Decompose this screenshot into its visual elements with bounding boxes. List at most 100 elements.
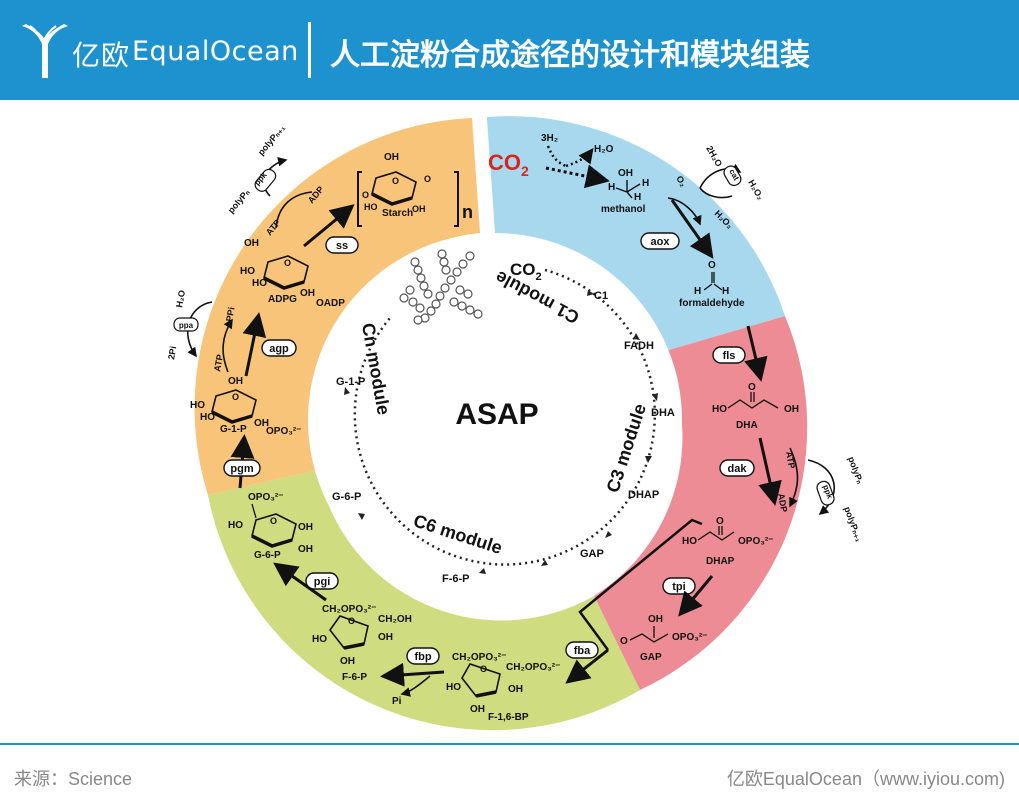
svg-text:ADP: ADP (776, 493, 789, 513)
center-label: ASAP (455, 398, 538, 431)
svg-text:H: H (722, 286, 729, 297)
enzyme-fbp (406, 647, 440, 665)
dhap-label: DHAP (706, 556, 735, 567)
svg-text:HO: HO (228, 520, 243, 531)
starch-label: Starch (382, 208, 413, 219)
svg-text:OH: OH (412, 204, 426, 214)
methanol-label: methanol (601, 204, 646, 215)
svg-text:OPO₃²⁻: OPO₃²⁻ (266, 426, 301, 437)
g6p-label: G-6-P (254, 550, 281, 561)
svg-text:OH: OH (508, 684, 523, 695)
svg-text:O: O (232, 392, 239, 402)
gap-label: GAP (640, 652, 662, 663)
enzyme-agp (261, 339, 297, 357)
svg-text:OH: OH (784, 404, 799, 415)
svg-text:polyPₙ₊₁: polyPₙ₊₁ (256, 123, 287, 158)
c6-sector (208, 470, 640, 731)
svg-text:CH₂OPO₃²⁻: CH₂OPO₃²⁻ (322, 604, 376, 615)
enzyme-cat (723, 165, 742, 187)
footer-site: 亿欧EqualOcean（www.iyiou.com) (726, 769, 1005, 789)
enzyme-fls (712, 346, 746, 364)
svg-text:O: O (480, 664, 487, 674)
svg-text:PPi: PPi (224, 306, 236, 322)
svg-text:aox: aox (651, 236, 671, 248)
svg-text:ATP: ATP (212, 354, 225, 373)
inner-g6p: G-6-P (332, 491, 361, 503)
svg-text:CH₂OPO₃²⁻: CH₂OPO₃²⁻ (452, 652, 506, 663)
svg-text:CH₂OPO₃²⁻: CH₂OPO₃²⁻ (506, 662, 560, 673)
svg-text:OPO₃²⁻: OPO₃²⁻ (672, 632, 707, 643)
svg-text:O: O (348, 616, 355, 626)
svg-text:CH₂OH: CH₂OH (378, 614, 412, 625)
enzyme-ss (325, 236, 359, 254)
svg-text:OH: OH (340, 656, 355, 667)
svg-text:fbp: fbp (414, 651, 431, 663)
svg-text:HO: HO (712, 404, 727, 415)
enzyme-dak (719, 459, 755, 477)
footer-source: 来源：Science (14, 769, 133, 789)
svg-text:HO: HO (446, 682, 461, 693)
svg-text:agp: agp (269, 343, 289, 355)
logo-text-en: EqualOcean (132, 36, 299, 67)
co2-label: CO2 (488, 150, 529, 179)
asap-pathway-diagram: CO2 C1 FADH DHA DHAP GAP F-6-P G-6-P G-1… (166, 116, 865, 731)
enzyme-ppk-cn (254, 168, 277, 192)
svg-text:OH: OH (298, 522, 313, 533)
svg-text:dak: dak (728, 463, 748, 475)
cn-sector (194, 118, 480, 495)
svg-text:HO: HO (682, 536, 697, 547)
inner-cycle-path (353, 268, 657, 566)
svg-text:OH: OH (228, 376, 243, 387)
header-banner: 亿欧 EqualOcean 人工淀粉合成途径的设计和模块组装 (0, 0, 1019, 100)
g1p-label: G-1-P (220, 424, 247, 435)
inner-c1: C1 (594, 290, 608, 302)
adpg-label: ADPG (268, 294, 297, 305)
page-title: 人工淀粉合成途径的设计和模块组装 (330, 38, 810, 73)
c1-sector (487, 116, 785, 352)
inner-dhap: DHAP (628, 489, 659, 501)
svg-text:OH: OH (648, 614, 663, 625)
enzyme-aox (640, 232, 680, 250)
svg-text:OH: OH (618, 168, 633, 179)
svg-text:OH: OH (300, 288, 315, 299)
svg-text:polyPₙ: polyPₙ (226, 187, 252, 215)
svg-text:fls: fls (723, 350, 736, 362)
starch-n: n (462, 202, 473, 222)
svg-text:H₂O: H₂O (174, 289, 187, 308)
svg-text:fba: fba (574, 645, 591, 657)
svg-text:O: O (392, 176, 399, 186)
header-divider (308, 22, 311, 78)
svg-text:O₂: O₂ (674, 174, 688, 189)
equalocean-logo-icon (22, 24, 68, 78)
svg-text:HO: HO (190, 400, 205, 411)
h2-label: 3H₂ (541, 133, 558, 144)
f6p-label: F-6-P (342, 672, 367, 683)
svg-text:HO: HO (240, 266, 255, 277)
svg-text:O: O (424, 174, 431, 184)
svg-text:OH: OH (244, 238, 259, 249)
enzyme-pgm (223, 459, 261, 477)
inner-cycle-arrowheads (344, 290, 658, 574)
enzyme-pgi (305, 572, 339, 590)
svg-text:H: H (694, 286, 701, 297)
formaldehyde-label: formaldehyde (679, 298, 745, 309)
inner-co2: CO2 (510, 260, 542, 283)
svg-text:OPO₃²⁻: OPO₃²⁻ (248, 492, 283, 503)
svg-text:HO: HO (252, 278, 267, 289)
inner-f6p: F-6-P (442, 573, 470, 585)
starch-branch-icon (399, 249, 483, 325)
enzyme-ppk-c3 (816, 480, 835, 506)
svg-text:ss: ss (336, 240, 348, 252)
svg-text:2Pi: 2Pi (166, 345, 178, 360)
svg-text:O: O (270, 516, 277, 526)
svg-text:O: O (284, 258, 291, 268)
svg-text:2H₂O: 2H₂O (704, 144, 724, 168)
svg-text:ppa: ppa (179, 321, 194, 330)
svg-text:H: H (642, 178, 649, 189)
inner-g1p: G-1-P (336, 376, 365, 388)
svg-text:OH: OH (378, 632, 393, 643)
svg-text:tpi: tpi (672, 581, 685, 593)
svg-text:O: O (748, 382, 756, 393)
enzyme-fba (565, 641, 599, 659)
svg-text:H: H (634, 192, 641, 203)
